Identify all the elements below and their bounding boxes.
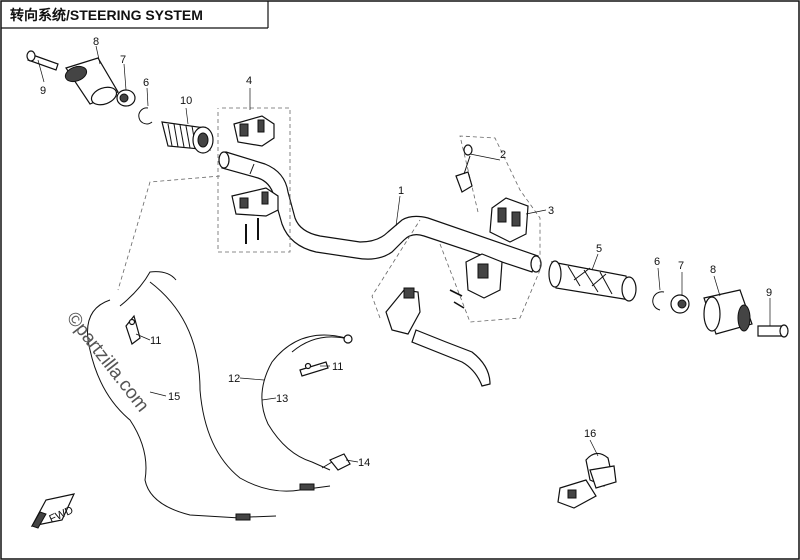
callout-1: 1 (398, 185, 404, 197)
callout-4: 4 (246, 75, 252, 87)
left-bar-end-bolt (26, 50, 59, 71)
callout-8-right: 8 (710, 264, 716, 276)
callout-3: 3 (548, 205, 554, 217)
callout-13: 13 (276, 393, 288, 405)
callout-7-right: 7 (678, 260, 684, 272)
callout-9-left: 9 (40, 85, 46, 97)
callout-11-right: 11 (332, 361, 343, 373)
clutch-lever-bracket (385, 287, 421, 335)
clutch-lever (411, 329, 491, 387)
lower-handlebar-clamp (231, 187, 279, 217)
right-spacer (670, 294, 690, 314)
throttle-cable-15 (87, 271, 331, 521)
callout-16: 16 (584, 428, 596, 440)
clutch-switch (455, 144, 473, 193)
diagram-title: 转向系统/STEERING SYSTEM (10, 7, 203, 23)
cable-adjuster-14 (321, 453, 351, 471)
left-bar-end-weight (64, 57, 119, 106)
callout-15: 15 (168, 391, 180, 403)
fwd-direction-badge: FWD (30, 493, 75, 529)
upper-handlebar-clamp (233, 115, 275, 147)
callout-8-left: 8 (93, 36, 99, 48)
callout-10: 10 (180, 95, 192, 107)
handlebar (218, 151, 542, 273)
clamp-bolts (245, 218, 259, 244)
switch-group-outline-lower (439, 243, 541, 323)
switch-housing-upper (489, 197, 529, 243)
switch-group-outline (459, 135, 541, 270)
switch-housing-lower (465, 253, 503, 299)
clamp-group-box (217, 107, 291, 253)
lever-dash-guide (371, 219, 421, 319)
cable-clip-11-right (299, 361, 329, 377)
callout-5: 5 (596, 243, 602, 255)
mount-bracket-16 (557, 452, 617, 509)
right-bar-end-bolt (757, 324, 789, 338)
partzilla-watermark: ©partzilla.com (62, 308, 153, 416)
callout-6-left: 6 (143, 77, 149, 89)
right-bar-end-weight (703, 289, 753, 335)
clutch-cable-13 (261, 334, 353, 471)
callout-11-left: 11 (150, 335, 161, 347)
left-circlip (138, 107, 153, 125)
right-grip (548, 260, 637, 302)
throttle-cable-dash-guide (117, 175, 221, 291)
callout-9-right: 9 (766, 287, 772, 299)
callout-6-right: 6 (654, 256, 660, 268)
left-spacer (116, 89, 136, 107)
throttle-grip (161, 121, 214, 154)
cable-clip-11-left (125, 314, 141, 345)
callout-2: 2 (500, 149, 506, 161)
right-circlip (652, 291, 665, 311)
callout-7-left: 7 (120, 54, 126, 66)
leader-lines (37, 45, 771, 463)
callout-12: 12 (228, 373, 240, 385)
callout-14: 14 (358, 457, 370, 469)
switch-screws (449, 289, 465, 309)
